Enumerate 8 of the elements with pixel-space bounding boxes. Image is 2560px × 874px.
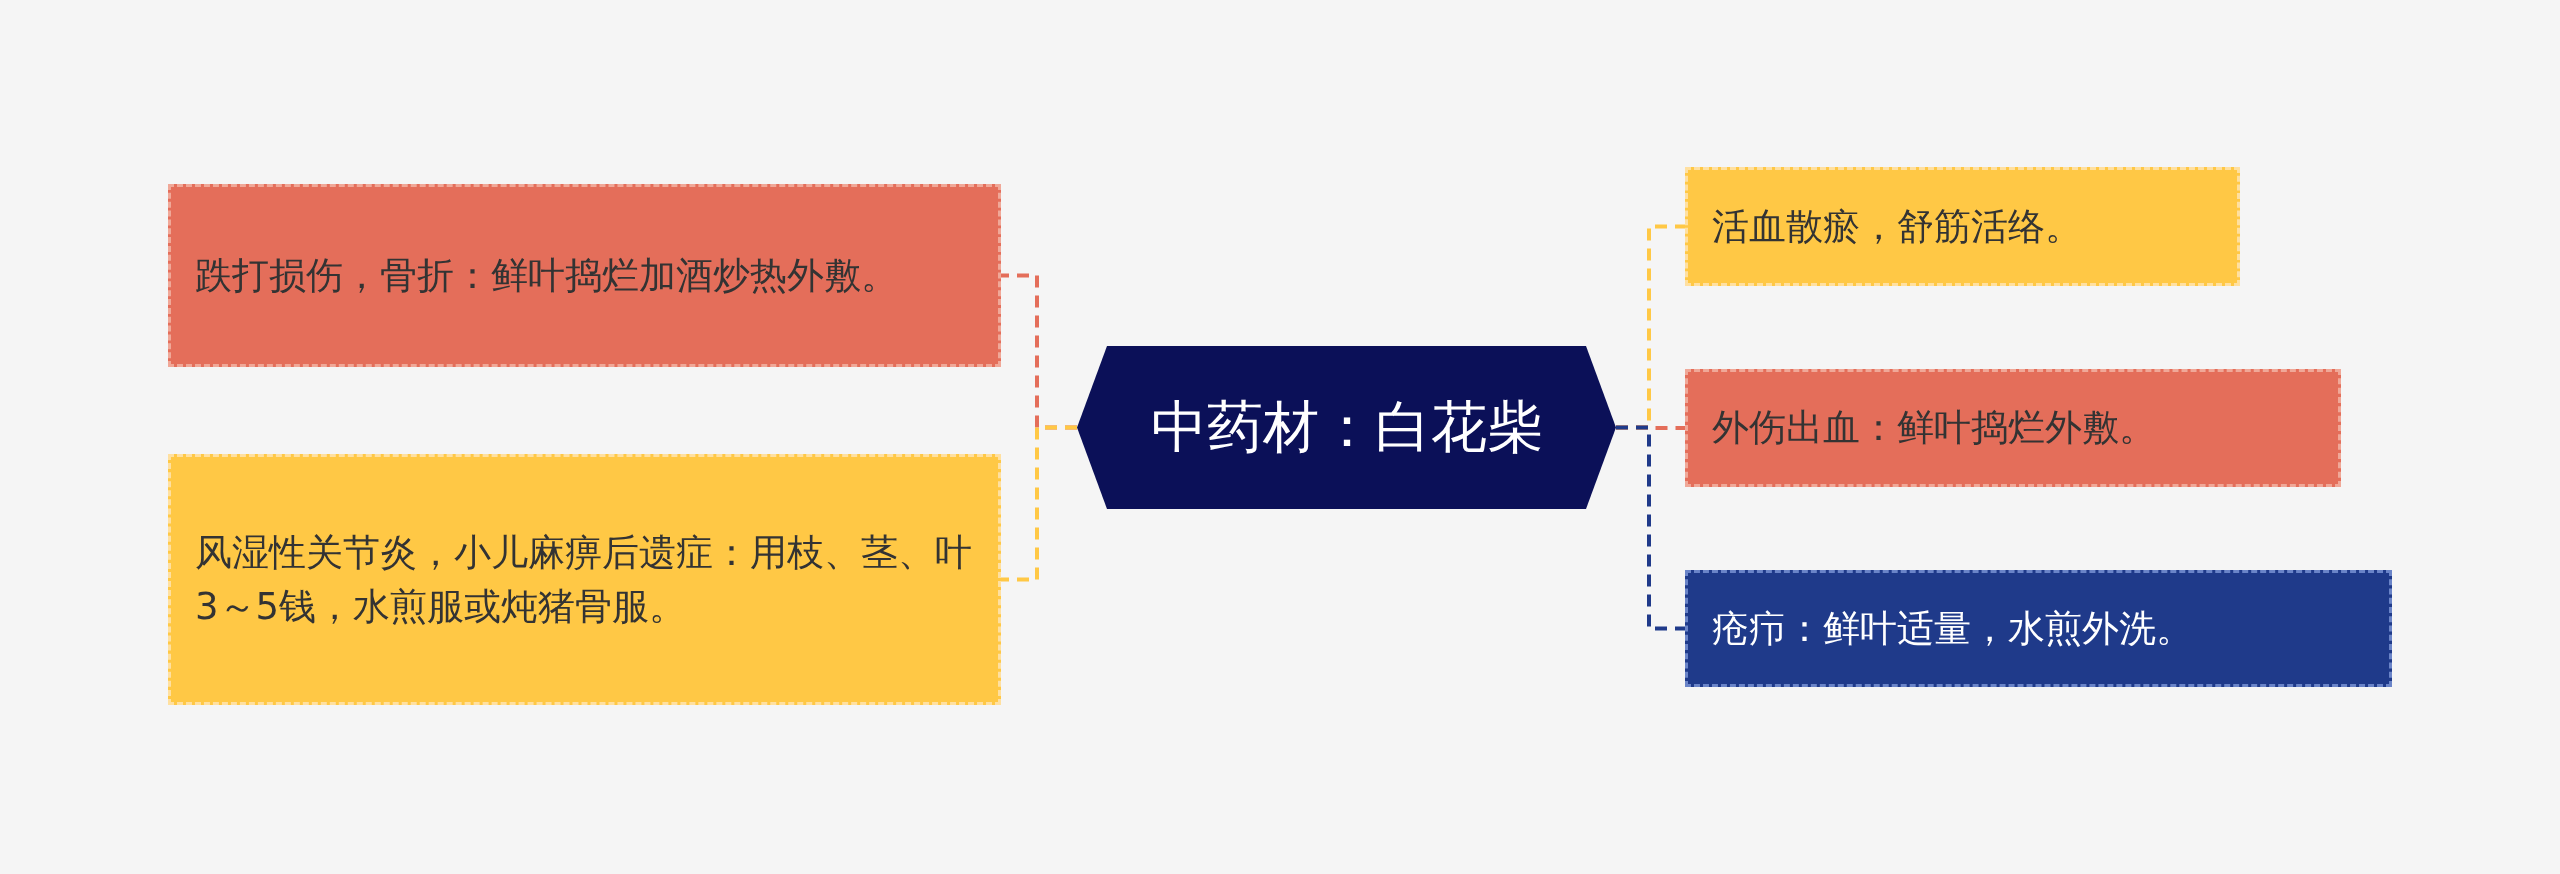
connector-line (1001, 425, 1077, 582)
topic-box: 活血散瘀，舒筋活络。 (1685, 167, 2240, 286)
topic-box: 风湿性关节炎，小儿麻痹后遗症：用枝、茎、叶3～5钱，水煎服或炖猪骨服。 (168, 454, 1001, 705)
hexagon-node: 中药材：白花柴 (1077, 346, 1616, 509)
topic-box: 外伤出血：鲜叶捣烂外敷。 (1685, 369, 2341, 487)
connector-line (1616, 425, 1685, 631)
topic-box: 疮疖：鲜叶适量，水煎外洗。 (1685, 570, 2392, 687)
topic-box: 跌打损伤，骨折：鲜叶捣烂加酒炒热外敷。 (168, 184, 1001, 367)
